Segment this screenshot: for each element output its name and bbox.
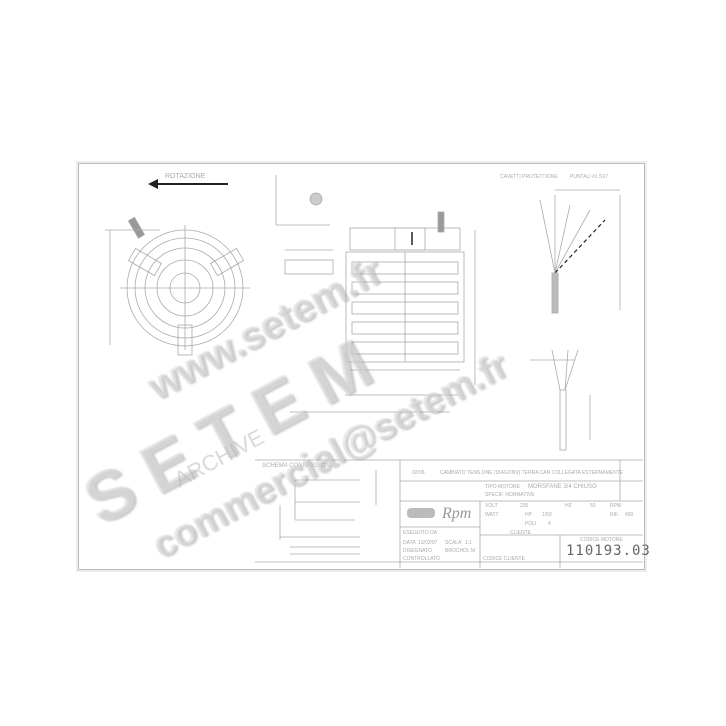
code-label: CODICE MOTORE xyxy=(580,537,623,543)
drawing-sheet xyxy=(78,163,645,570)
client-code-label: CODICE CLIENTE xyxy=(483,556,525,562)
scale-label: SCALA xyxy=(445,540,462,546)
rif-value: 450 xyxy=(625,512,634,518)
norms: SPECIF. NORMATIVE xyxy=(485,492,535,498)
rotation-label: ROTAZIONE xyxy=(165,173,206,180)
checked-label: CONTROLLATO xyxy=(403,556,441,562)
revision-note: CAMBIATO TENS.ONE (DIAGONV) TERRA CAN CO… xyxy=(440,470,624,476)
rpm-label: RPM xyxy=(610,503,622,509)
revision-date: 02/06 xyxy=(412,470,425,476)
company-emblem xyxy=(407,508,435,518)
poles-value: 4 xyxy=(548,521,551,527)
designed-label: ESEGUITO DA xyxy=(403,530,438,536)
motor-type-label: TIPO MOTORE xyxy=(485,484,520,490)
drawn-by: BROCHOL M xyxy=(445,548,476,554)
volt-label: VOLT xyxy=(485,503,498,509)
volt-value: 230 xyxy=(520,503,529,509)
motor-code: 110193.03 xyxy=(566,543,651,559)
hz-value: 50 xyxy=(590,503,596,509)
poles-label: POLI xyxy=(525,521,537,527)
rif-label: RIF. xyxy=(610,512,619,518)
scale-value: 1:1 xyxy=(465,540,472,546)
client-label: CLIENTE xyxy=(510,530,532,536)
date-label: DATA xyxy=(403,540,416,546)
date-value: 13/02/97 xyxy=(418,540,438,546)
hp-label: HP xyxy=(525,512,532,518)
motor-type: MORSFANE 3/4 CHIUSO xyxy=(528,484,597,490)
drawing-label: DISEGNATO xyxy=(403,548,432,554)
terminals-label: PUNTALI #1.5X7 xyxy=(570,174,608,180)
watt-label: WATT xyxy=(485,512,499,518)
cables-label: CAVETTI PROTETTIONE xyxy=(500,174,558,180)
schema-title: SCHEMA CONNESSIONI xyxy=(262,463,331,469)
hz-label: HZ xyxy=(565,503,572,509)
company-logo: Rpm xyxy=(442,505,472,522)
hp-value: 1/50 xyxy=(542,512,552,518)
